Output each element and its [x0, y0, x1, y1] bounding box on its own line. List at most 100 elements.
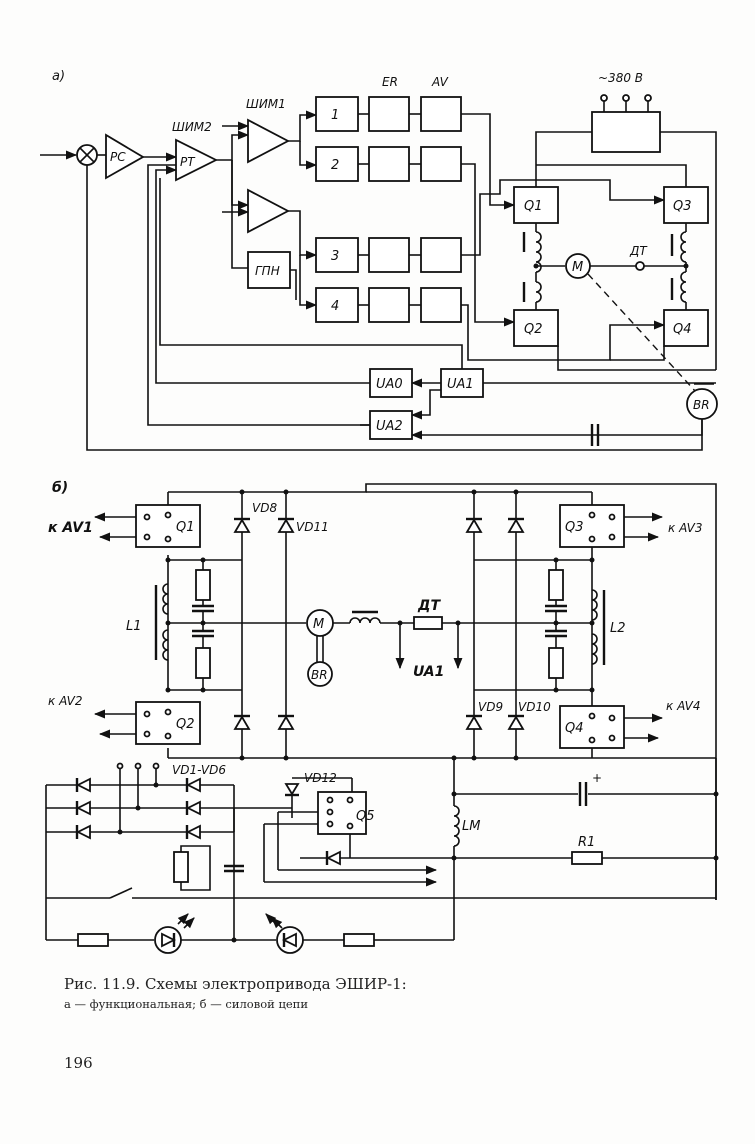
snubber-resistor-l2-top: [549, 570, 563, 600]
diode-vd10-upper: [508, 519, 524, 532]
figure-caption-subtitle: а — функциональная; б — силовой цепи: [64, 997, 308, 1011]
channel-3: 3: [316, 238, 461, 272]
output-av3: к AV3: [668, 521, 703, 535]
current-shunt-dt: [414, 617, 442, 629]
pt-regulator: PT: [176, 140, 216, 180]
supply-label: ~380 В: [598, 71, 643, 85]
diode-vd9-upper: [466, 519, 482, 532]
svg-text:Q3: Q3: [673, 199, 692, 214]
svg-text:Q5: Q5: [356, 809, 375, 824]
indicator-led-right: [266, 914, 303, 953]
label-r1: R1: [578, 835, 595, 850]
diode-vd9: [466, 716, 482, 729]
shim1-label: ШИМ1: [246, 97, 286, 111]
charge-resistor: [174, 852, 188, 882]
summing-junction: [77, 145, 97, 165]
sensor-ua0: UA0: [370, 369, 412, 397]
er-label: ER: [382, 75, 398, 89]
switch-q3: Q3: [664, 187, 708, 223]
switch-q4-b: Q4: [560, 706, 624, 748]
inductor-l2: [592, 590, 604, 665]
svg-text:UA1: UA1: [447, 377, 474, 392]
indicator-led-left: [155, 914, 194, 953]
diode-vd11-lower: [278, 716, 294, 729]
switch-q2-b: Q2: [136, 702, 200, 744]
tachogenerator-br-b: BR: [308, 662, 332, 686]
snubber-resistor-l1-bottom: [196, 648, 210, 678]
label-ua1: UA1: [413, 664, 444, 680]
switch-q1: Q1: [514, 187, 558, 223]
svg-text:Q1: Q1: [524, 199, 543, 214]
svg-text:Q2: Q2: [524, 322, 543, 337]
shim1-amplifier-top: [248, 120, 288, 162]
tachogenerator-br-a: BR: [687, 384, 717, 419]
label-vd10: VD10: [518, 700, 551, 714]
page-number: 196: [64, 1054, 93, 1072]
channel-4: 4: [316, 288, 461, 322]
led-resistor-right: [344, 934, 374, 946]
freewheel-diode: [327, 851, 340, 865]
rectifier-block: [592, 112, 660, 152]
diode-vd10: [508, 716, 524, 729]
snubber-resistor-l2-bottom: [549, 648, 563, 678]
diode-vd8: [234, 519, 250, 532]
svg-text:4: 4: [331, 299, 339, 314]
svg-text:1: 1: [331, 108, 339, 123]
svg-text:Q2: Q2: [176, 717, 195, 732]
led-resistor-left: [78, 934, 108, 946]
channel-2: 2: [316, 147, 461, 181]
smoothing-inductor: [350, 612, 380, 623]
filter-capacitor: [580, 782, 586, 806]
label-vd8: VD8: [252, 501, 277, 515]
part-b-marker: б): [52, 480, 68, 496]
svg-text:Q4: Q4: [565, 721, 584, 736]
svg-text:PT: PT: [180, 155, 196, 169]
svg-text:M: M: [572, 260, 583, 275]
current-shunt-a: [636, 262, 644, 270]
label-vd11: VD11: [296, 520, 329, 534]
supply-terminals: [601, 95, 651, 112]
cap-polarity: +: [592, 771, 602, 785]
svg-text:UA0: UA0: [376, 377, 403, 392]
label-dt: ДТ: [417, 598, 441, 614]
resistor-r1: [572, 852, 602, 864]
shim1-amplifier-bottom: [248, 190, 288, 232]
label-lm: LM: [462, 819, 480, 834]
svg-text:2: 2: [331, 158, 339, 173]
sensor-ua1: UA1: [441, 369, 483, 397]
dt-label: ДТ: [629, 244, 648, 258]
svg-text:Q3: Q3: [565, 520, 584, 535]
svg-text:PC: PC: [110, 150, 126, 164]
gpn-label: ГПН: [255, 264, 280, 278]
svg-text:BR: BR: [311, 668, 328, 682]
motor-a: M: [566, 254, 590, 278]
diode-vd8-lower: [234, 716, 250, 729]
output-av4: к AV4: [666, 699, 701, 713]
shim2-label: ШИМ2: [172, 120, 212, 134]
switch-q2: Q2: [514, 310, 558, 346]
motor-b: M: [307, 610, 333, 636]
field-winding-lm: [454, 806, 459, 846]
switch-q3-b: Q3: [560, 505, 624, 547]
channel-1: 1: [316, 97, 461, 131]
svg-text:BR: BR: [693, 398, 710, 412]
part-a-marker: а): [52, 69, 65, 84]
av-label: AV: [431, 75, 449, 89]
diode-vd12: [285, 784, 299, 795]
figure-caption: Рис. 11.9. Схемы электропривода ЭШИР-1:: [64, 975, 407, 993]
svg-text:Q1: Q1: [176, 520, 195, 535]
input-terminals: [118, 764, 159, 769]
label-vd9: VD9: [478, 700, 503, 714]
switch-q1-b: Q1: [136, 505, 200, 547]
svg-text:Q4: Q4: [673, 322, 692, 337]
svg-text:UA2: UA2: [376, 419, 403, 434]
diode-vd11: [278, 519, 294, 532]
svg-text:M: M: [313, 617, 324, 632]
output-av2: к AV2: [48, 694, 83, 708]
label-l1: L1: [126, 619, 142, 634]
switch-q4: Q4: [664, 310, 708, 346]
label-l2: L2: [610, 621, 626, 636]
pc-regulator: PC: [106, 135, 143, 178]
